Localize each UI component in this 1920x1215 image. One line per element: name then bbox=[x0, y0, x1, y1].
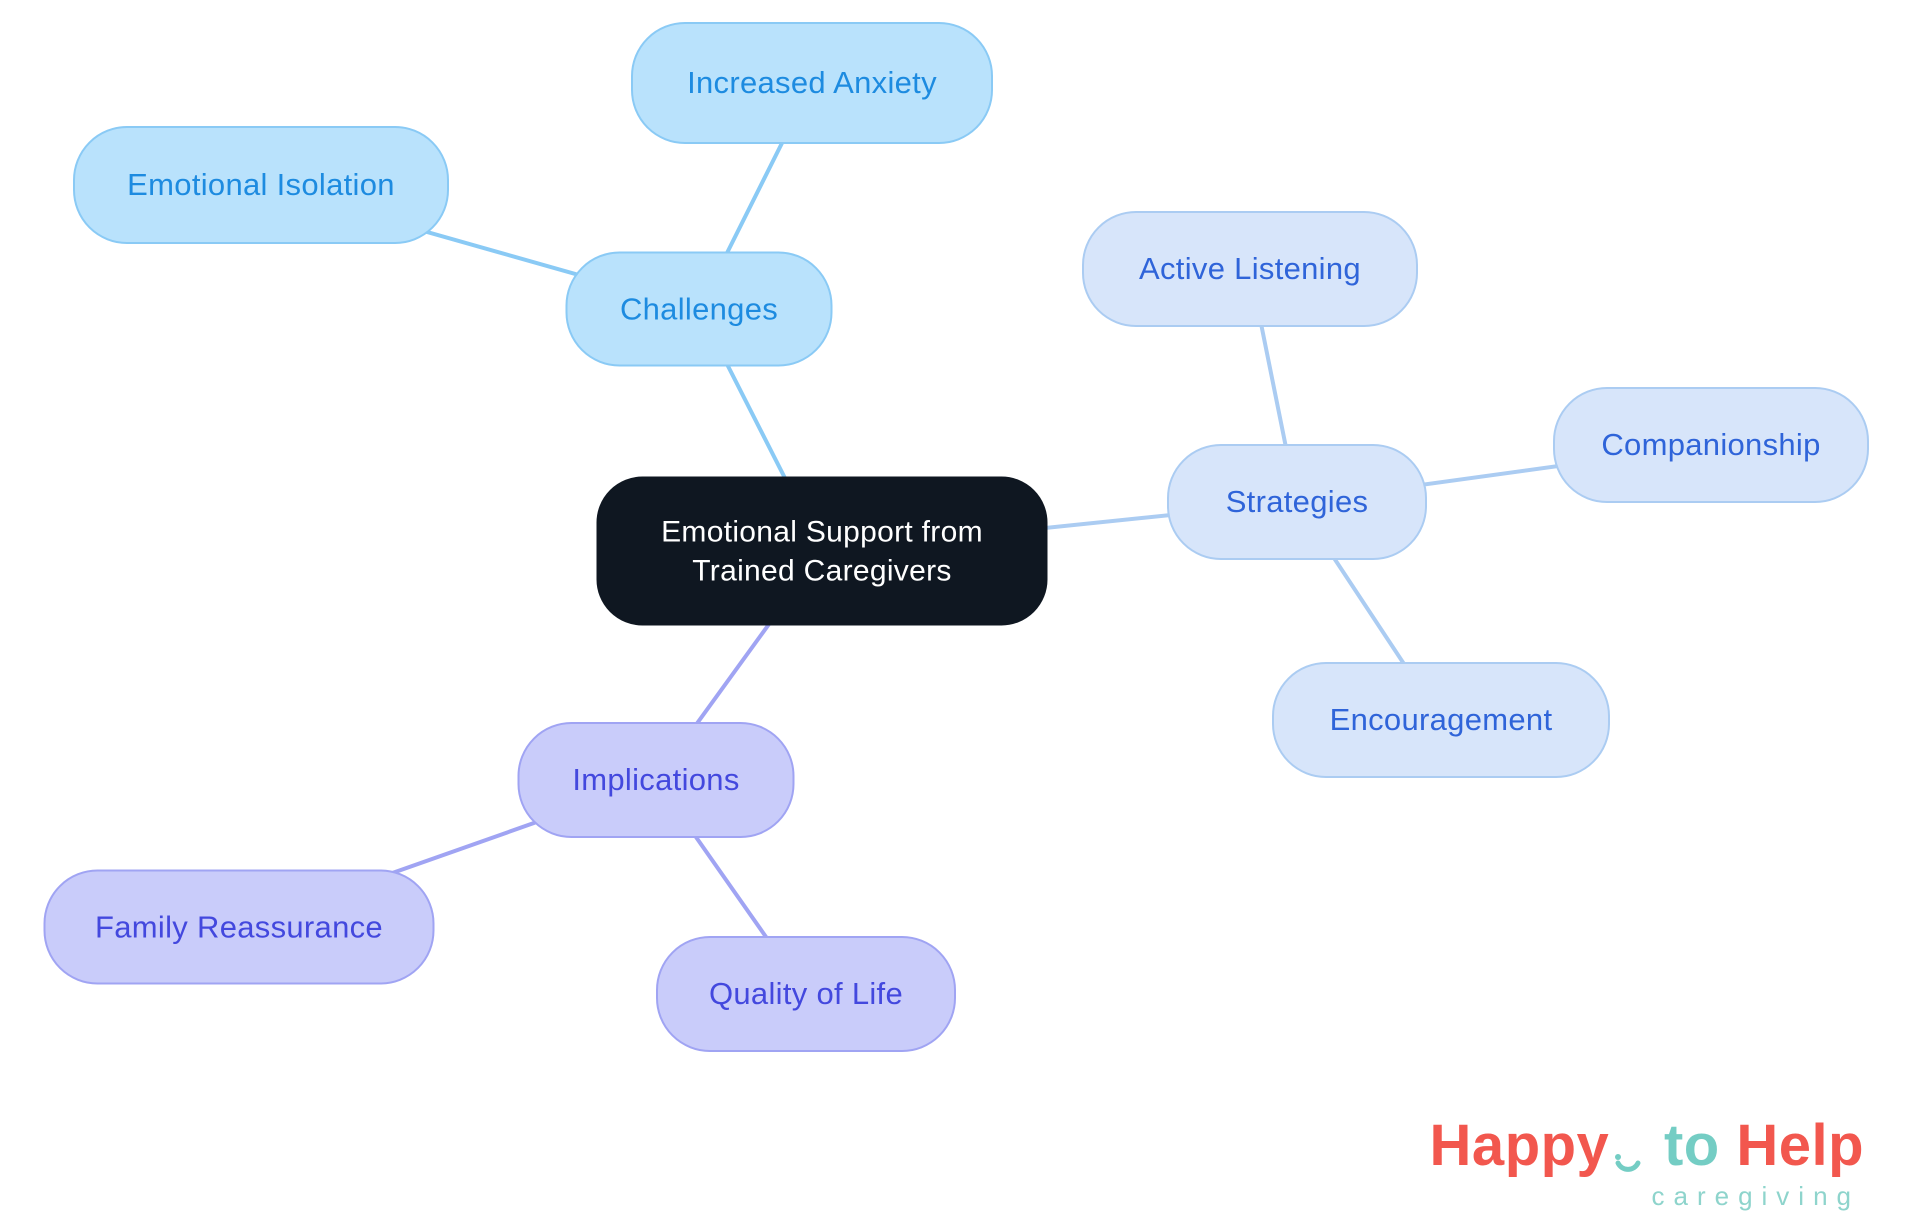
node-label: Emotional Isolation bbox=[127, 167, 395, 202]
node-label: Challenges bbox=[619, 291, 779, 326]
central-topic-label: Emotional Support from Trained Caregiver… bbox=[661, 515, 983, 587]
logo-word-help: Help bbox=[1736, 1113, 1864, 1178]
node-central-topic: Emotional Support from Trained Caregiver… bbox=[596, 476, 1048, 626]
node-family-reassurance: Family Reassurance bbox=[43, 869, 435, 985]
brand-logo-wordmark: Happy to Help bbox=[1430, 1117, 1864, 1175]
node-label: Strategies bbox=[1225, 484, 1369, 519]
brand-logo-subtitle: caregiving bbox=[1651, 1181, 1860, 1211]
node-label: Companionship bbox=[1601, 427, 1821, 462]
node-label: Increased Anxiety bbox=[687, 65, 937, 100]
node-label: Active Listening bbox=[1139, 251, 1361, 286]
node-implications: Implications bbox=[517, 722, 795, 838]
node-strategies: Strategies bbox=[1167, 444, 1427, 560]
node-encouragement: Encouragement bbox=[1272, 662, 1610, 778]
node-label: Quality of Life bbox=[708, 976, 904, 1011]
brand-logo: Happy to Help caregiving bbox=[1430, 1117, 1864, 1211]
smiley-icon bbox=[1611, 1131, 1645, 1172]
node-increased-anxiety: Increased Anxiety bbox=[631, 22, 993, 144]
node-label: Encouragement bbox=[1329, 702, 1553, 737]
logo-word-to: to bbox=[1663, 1113, 1720, 1178]
node-challenges: Challenges bbox=[565, 251, 833, 367]
node-label: Family Reassurance bbox=[95, 909, 383, 944]
logo-word-happy: Happy bbox=[1429, 1113, 1610, 1178]
node-emotional-isolation: Emotional Isolation bbox=[73, 126, 449, 244]
node-quality-of-life: Quality of Life bbox=[656, 936, 956, 1052]
node-label: Implications bbox=[572, 762, 740, 797]
node-companionship: Companionship bbox=[1553, 387, 1869, 503]
node-active-listening: Active Listening bbox=[1082, 211, 1418, 327]
